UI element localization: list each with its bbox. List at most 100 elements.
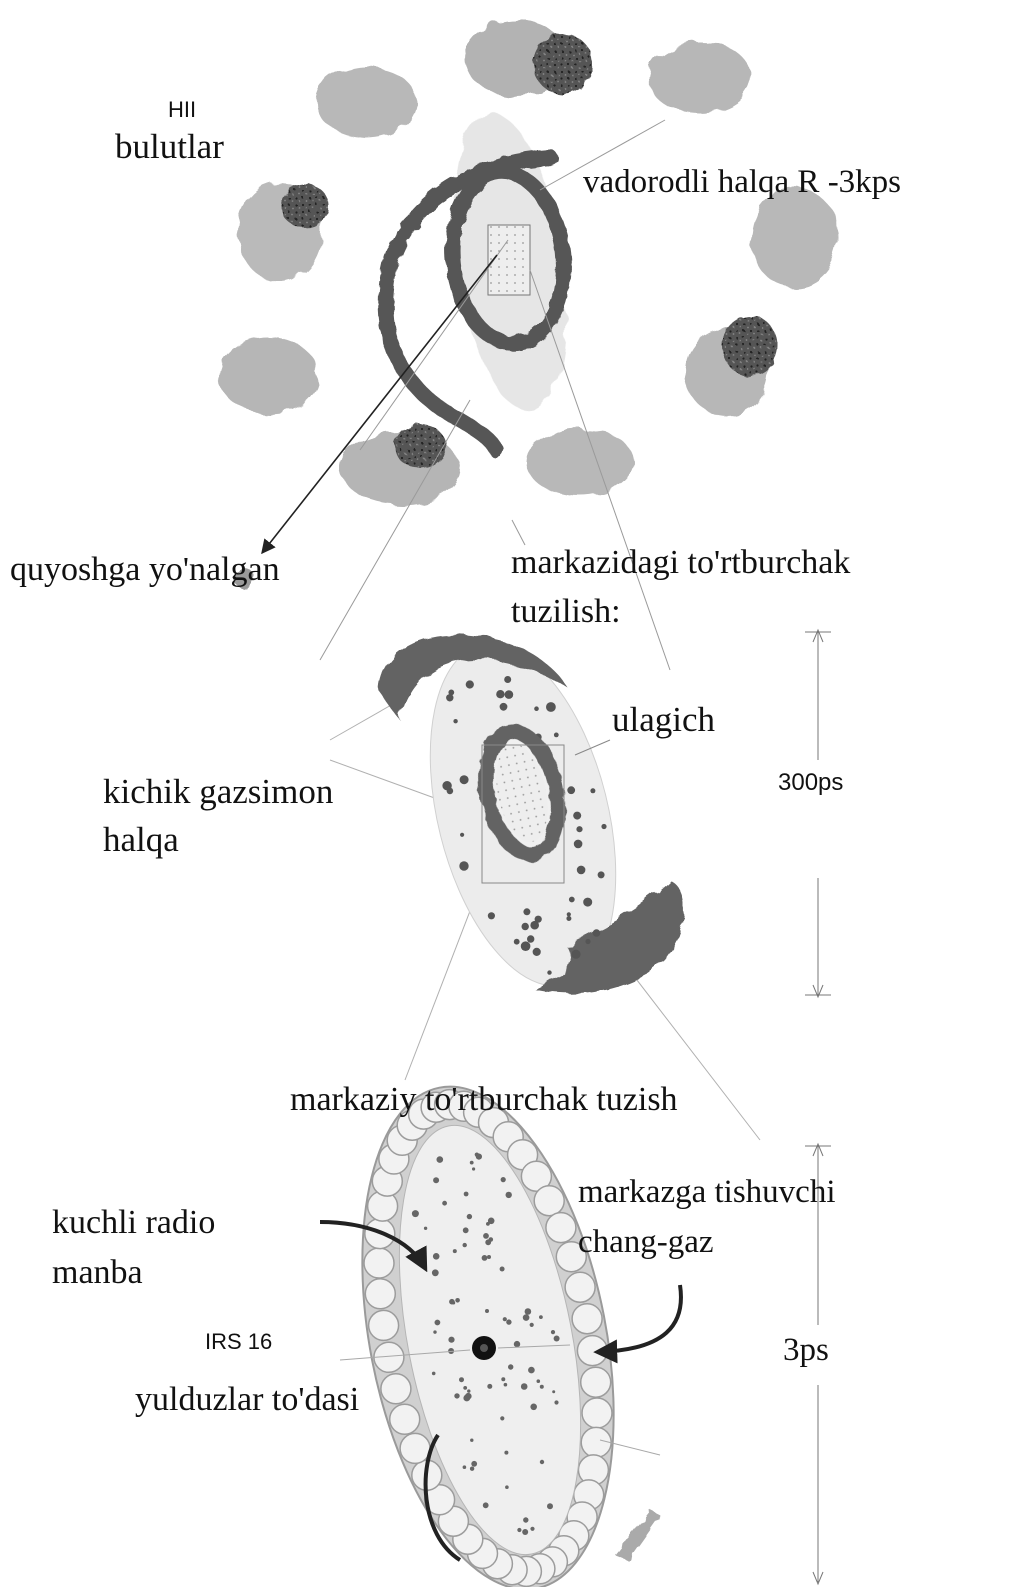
connector-label: ulagich [612,700,715,740]
middle-panel [330,625,831,1140]
cluster-star [485,1309,489,1313]
cluster-star [488,1218,495,1225]
cluster-star [463,1465,467,1469]
cloud [218,337,318,413]
cluster-star [521,1383,528,1390]
cluster-star [483,1502,489,1508]
cluster-star [487,1255,491,1259]
cluster-star [475,1153,479,1157]
disk-dot [500,703,508,711]
disk-dot [488,912,495,919]
cluster-star [537,1379,541,1383]
cluster-star [525,1308,532,1315]
dust-gas-label-1: markazga tishuvchi [578,1172,836,1212]
disk-dot [505,690,514,699]
disk-dot [598,871,605,878]
central-rect-label: markazidagi to'rtburchak [511,543,850,583]
ring-cell [390,1404,420,1434]
disk-dot [601,824,606,829]
disk-dot [453,719,457,723]
cluster-star [530,1527,534,1531]
cluster-star [500,1416,504,1420]
cluster-star [487,1384,492,1389]
disk-dot [534,706,539,711]
cluster-star [501,1377,505,1381]
ring-cell [565,1272,595,1302]
scale-300ps [805,630,831,997]
cluster-star [463,1395,470,1402]
cluster-star [470,1467,474,1471]
cluster-star [485,1239,491,1245]
cluster-star [464,1192,469,1197]
ejection-streak [615,1510,660,1560]
cloud [526,428,634,496]
cluster-star [437,1156,444,1163]
ring-cell [534,1186,564,1216]
disk-dot [554,733,559,738]
cluster-star [523,1314,530,1321]
ring-cell [400,1433,430,1463]
star-cluster-label: yulduzlar to'dasi [135,1380,359,1420]
dense-core [533,34,593,94]
cluster-star [551,1330,555,1334]
cluster-star [506,1319,511,1324]
ring-cell [369,1310,399,1340]
cluster-star [463,1386,467,1390]
disk-dot [527,935,534,942]
disk-dot [573,812,581,820]
cluster-star [508,1364,513,1369]
disk-dot [460,833,464,837]
disk-dot [459,861,468,870]
disk-dot [547,970,551,974]
cluster-star [470,1439,473,1442]
ring-cell [546,1213,576,1243]
cluster-star [467,1214,472,1219]
cluster-star [540,1385,544,1389]
disk-dot [546,702,556,712]
cluster-star [523,1517,528,1522]
disk-dot [583,898,592,907]
ring-cell [581,1427,611,1457]
disk-dot [523,908,530,915]
disk-dot [504,676,511,683]
scale-300ps-label: 300ps [778,771,843,795]
cluster-star [459,1377,464,1382]
cluster-star [530,1404,537,1411]
disk-dot [466,680,474,688]
cluster-star [482,1255,488,1261]
dense-core [281,184,329,228]
cluster-star [504,1383,508,1387]
ring-cell [582,1398,612,1428]
cluster-star [424,1227,427,1230]
cluster-star [503,1317,507,1321]
disk-dot [567,786,575,794]
ring-cell [581,1367,611,1397]
strong-radio-label-2: manba [52,1253,143,1293]
cluster-star [442,1201,447,1206]
cluster-star [453,1249,457,1253]
cluster-star [504,1451,508,1455]
cluster-star [463,1243,467,1247]
scale-3ps-label: 3ps [783,1330,829,1370]
sun-direction-label: quyoshga yo'nalgan [10,550,280,590]
cloud [751,188,839,288]
cluster-star [463,1227,469,1233]
disk-dot [585,939,590,944]
disk-dot [566,916,571,921]
disk-dot [567,912,571,916]
cluster-star [530,1323,534,1327]
disk-dot [521,941,531,951]
disk-dot [522,923,529,930]
cluster-star [547,1503,553,1509]
cluster-star [449,1299,455,1305]
cluster-star [539,1315,543,1319]
cluster-star [517,1528,521,1532]
central-rect-build-label: markaziy to'rtburchak tuzish [290,1080,678,1120]
disk-dot [530,921,539,930]
cluster-star [467,1389,470,1392]
disk-dot [446,694,453,701]
hydrogen-ring-label: vadorodli halqa R -3kps [583,162,901,202]
radio-source-core [480,1344,488,1352]
disk-dot [574,840,583,849]
ring-cell [381,1374,411,1404]
